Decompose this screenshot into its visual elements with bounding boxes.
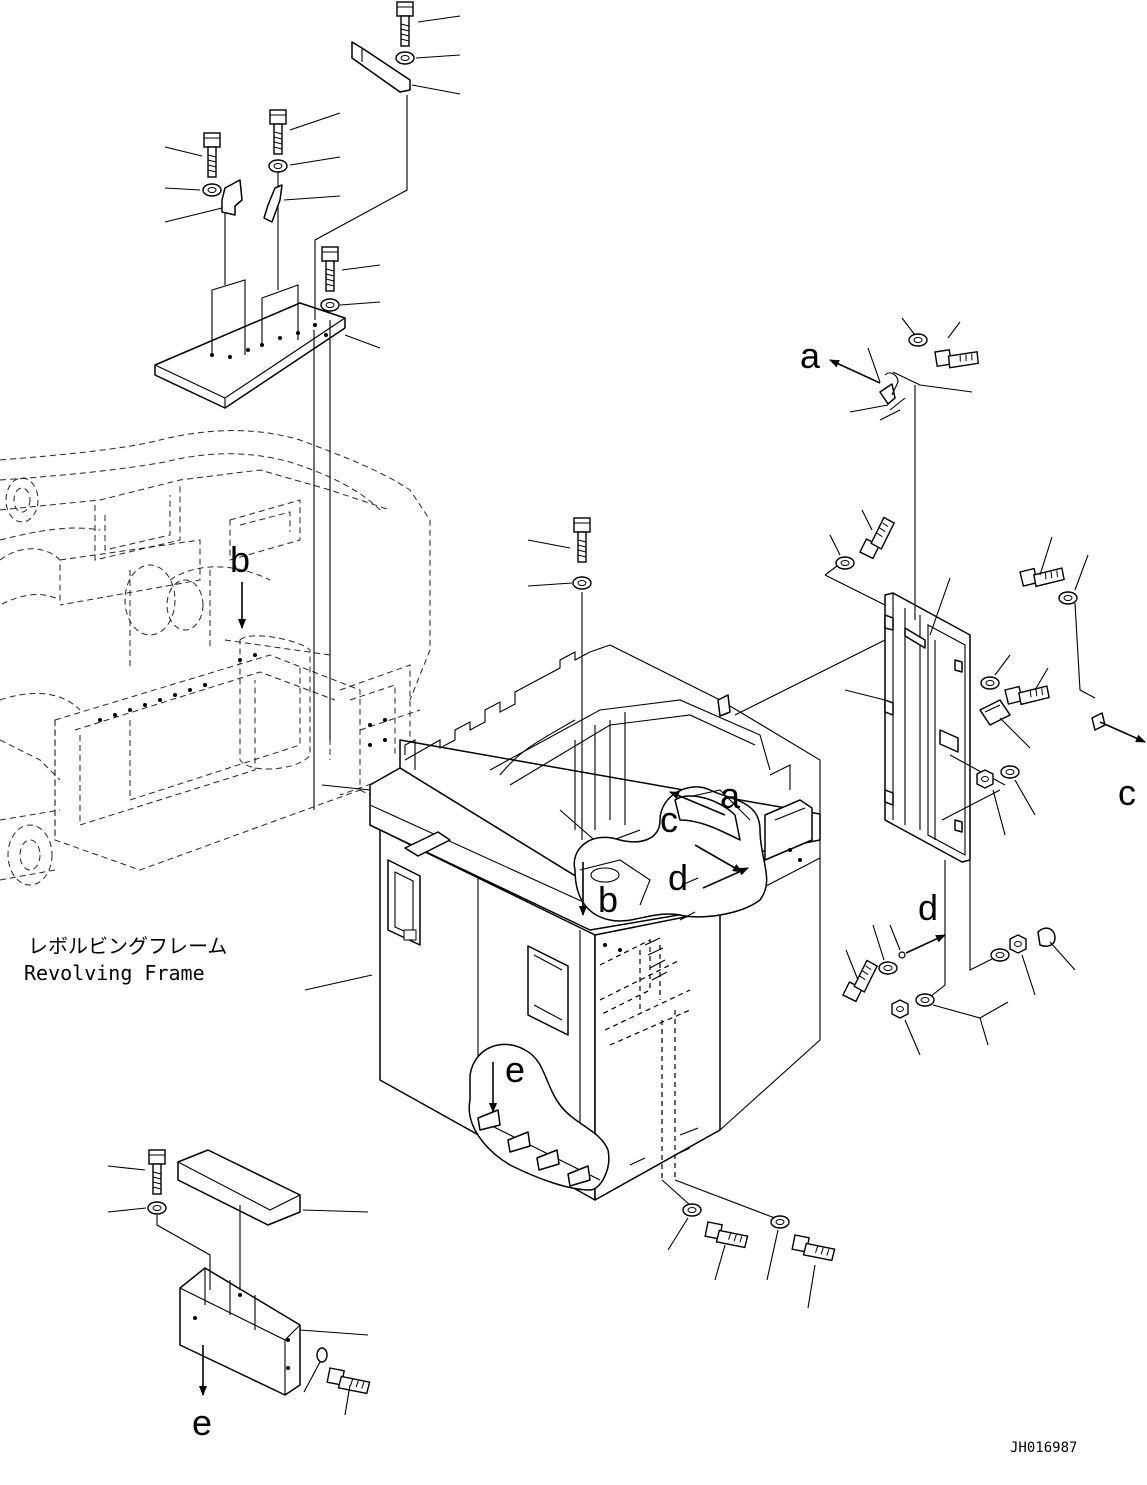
cutaway-view-lower <box>468 1043 610 1191</box>
ref-b-frame: b <box>230 539 250 629</box>
revolving-frame-ghost <box>0 430 431 886</box>
hardware-bottom-right <box>661 1179 840 1309</box>
door-leaders <box>734 385 1096 1006</box>
callouts-top-left <box>164 15 461 349</box>
svg-text:b: b <box>230 539 250 580</box>
svg-text:c: c <box>660 799 678 840</box>
bracket-strip <box>351 41 411 93</box>
clip-left <box>221 179 243 216</box>
main-compartment <box>369 644 821 1201</box>
bottom-box-assembly: e <box>107 1149 375 1443</box>
side-door-panel <box>884 592 971 863</box>
drawing-number: JH016987 <box>1010 1440 1077 1456</box>
latch-hardware: a <box>800 317 984 421</box>
callout-frame-link <box>321 784 371 791</box>
revolving-frame-label: レボルビングフレーム Revolving Frame <box>24 934 227 985</box>
svg-text:a: a <box>720 775 741 816</box>
callout-main-box <box>304 974 373 991</box>
ref-markers-box: a c d b e <box>489 775 749 1113</box>
svg-text:a: a <box>800 335 821 376</box>
right-face-details <box>599 848 802 1180</box>
hardware-top <box>202 1 415 312</box>
hardware-center <box>527 517 592 840</box>
svg-text:d: d <box>918 887 938 928</box>
svg-text:レボルビングフレーム: レボルビングフレーム <box>28 934 227 958</box>
svg-text:d: d <box>668 857 688 898</box>
svg-text:Revolving Frame: Revolving Frame <box>24 961 205 985</box>
svg-text:c: c <box>1118 772 1136 813</box>
top-cover-plate <box>154 302 346 409</box>
svg-text:b: b <box>598 879 618 920</box>
svg-text:e: e <box>192 1402 212 1443</box>
cutaway-view-upper <box>573 786 768 922</box>
cover-leader-lines <box>211 95 408 810</box>
clip-right <box>263 184 283 223</box>
hardware-lower-right: d <box>833 887 1076 1056</box>
svg-text:e: e <box>505 1049 525 1090</box>
door-hardware-right: c <box>829 509 1146 836</box>
